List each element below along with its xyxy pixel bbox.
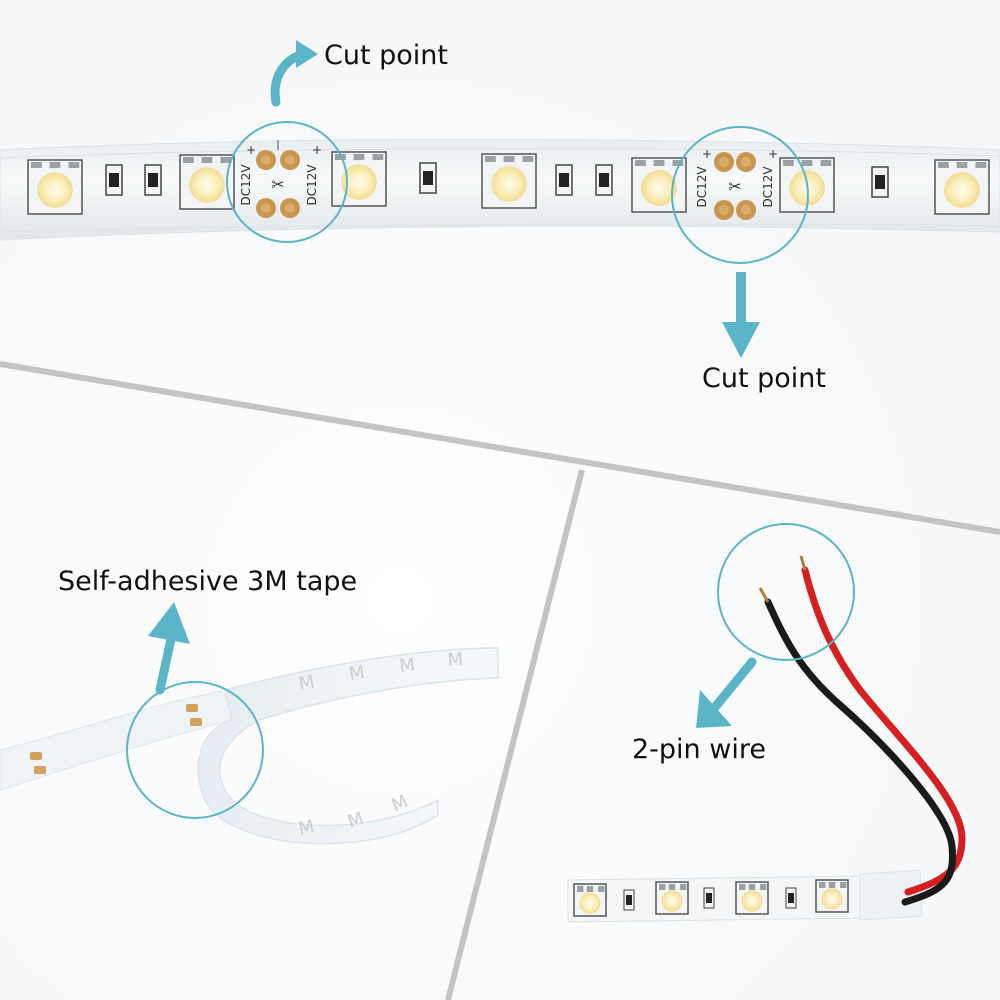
- led-chip: [179, 154, 235, 210]
- led-chip: [735, 881, 769, 915]
- resistor: [595, 164, 613, 196]
- resistor: [785, 887, 797, 909]
- vertical-divider: [445, 469, 585, 1000]
- resistor: [555, 164, 573, 196]
- bottom-strip-leds: [573, 879, 849, 917]
- plus-mark-2: +: [312, 143, 322, 157]
- svg-text:✂: ✂: [271, 175, 284, 194]
- resistor: [144, 164, 162, 196]
- resistor: [623, 889, 635, 911]
- svg-text:M: M: [447, 649, 464, 671]
- wire-highlight-circle: [717, 523, 855, 661]
- cut-point-highlight-right: [671, 126, 809, 264]
- two-pin-wire-label: 2-pin wire: [632, 734, 766, 765]
- svg-text:✂: ✂: [728, 177, 741, 196]
- adhesive-tape-strip: M M M M M M M: [0, 647, 499, 845]
- svg-text:M: M: [398, 654, 416, 677]
- tape-highlight-circle: [126, 681, 264, 819]
- down-left-arrow-icon: [696, 657, 757, 728]
- led-chip: [815, 879, 849, 913]
- svg-text:M: M: [345, 808, 366, 833]
- resistor: [703, 887, 715, 909]
- dc12v-mark-3: DC12V: [695, 166, 709, 208]
- dc12v-mark-1: DC12V: [239, 164, 253, 206]
- plus-mark-4: +: [768, 147, 778, 161]
- plus-mark-3: +: [702, 147, 712, 161]
- cut-pads-left: ✂: [256, 140, 300, 218]
- down-arrow-icon: [722, 272, 760, 358]
- horizontal-divider: [0, 361, 1000, 535]
- led-chip: [573, 883, 607, 917]
- svg-text:M: M: [297, 816, 317, 840]
- svg-text:M: M: [297, 672, 316, 695]
- led-chip: [655, 881, 689, 915]
- resistor: [105, 164, 123, 196]
- resistor: [419, 162, 437, 194]
- top-strip-leds: [27, 151, 990, 215]
- top-strip-resistors: [105, 162, 889, 198]
- resistor: [871, 166, 889, 198]
- plus-mark-1: +: [246, 143, 256, 157]
- adhesive-tape-label: Self-adhesive 3M tape: [58, 566, 358, 597]
- up-arrow-icon: [148, 602, 190, 695]
- cut-point-label-bottom: Cut point: [702, 363, 826, 394]
- svg-text:M: M: [348, 662, 366, 685]
- cut-point-label-top: Cut point: [324, 40, 448, 71]
- led-chip: [331, 151, 387, 207]
- cut-point-highlight-left: [226, 121, 348, 243]
- dc12v-mark-4: DC12V: [761, 166, 775, 208]
- led-chip: [27, 159, 83, 215]
- dc12v-mark-2: DC12V: [305, 164, 319, 206]
- cut-pads-right: ✂: [714, 152, 756, 220]
- curved-arrow-icon: [270, 40, 318, 107]
- led-chip: [481, 153, 537, 209]
- led-chip: [934, 159, 990, 215]
- two-pin-wire: [758, 555, 966, 906]
